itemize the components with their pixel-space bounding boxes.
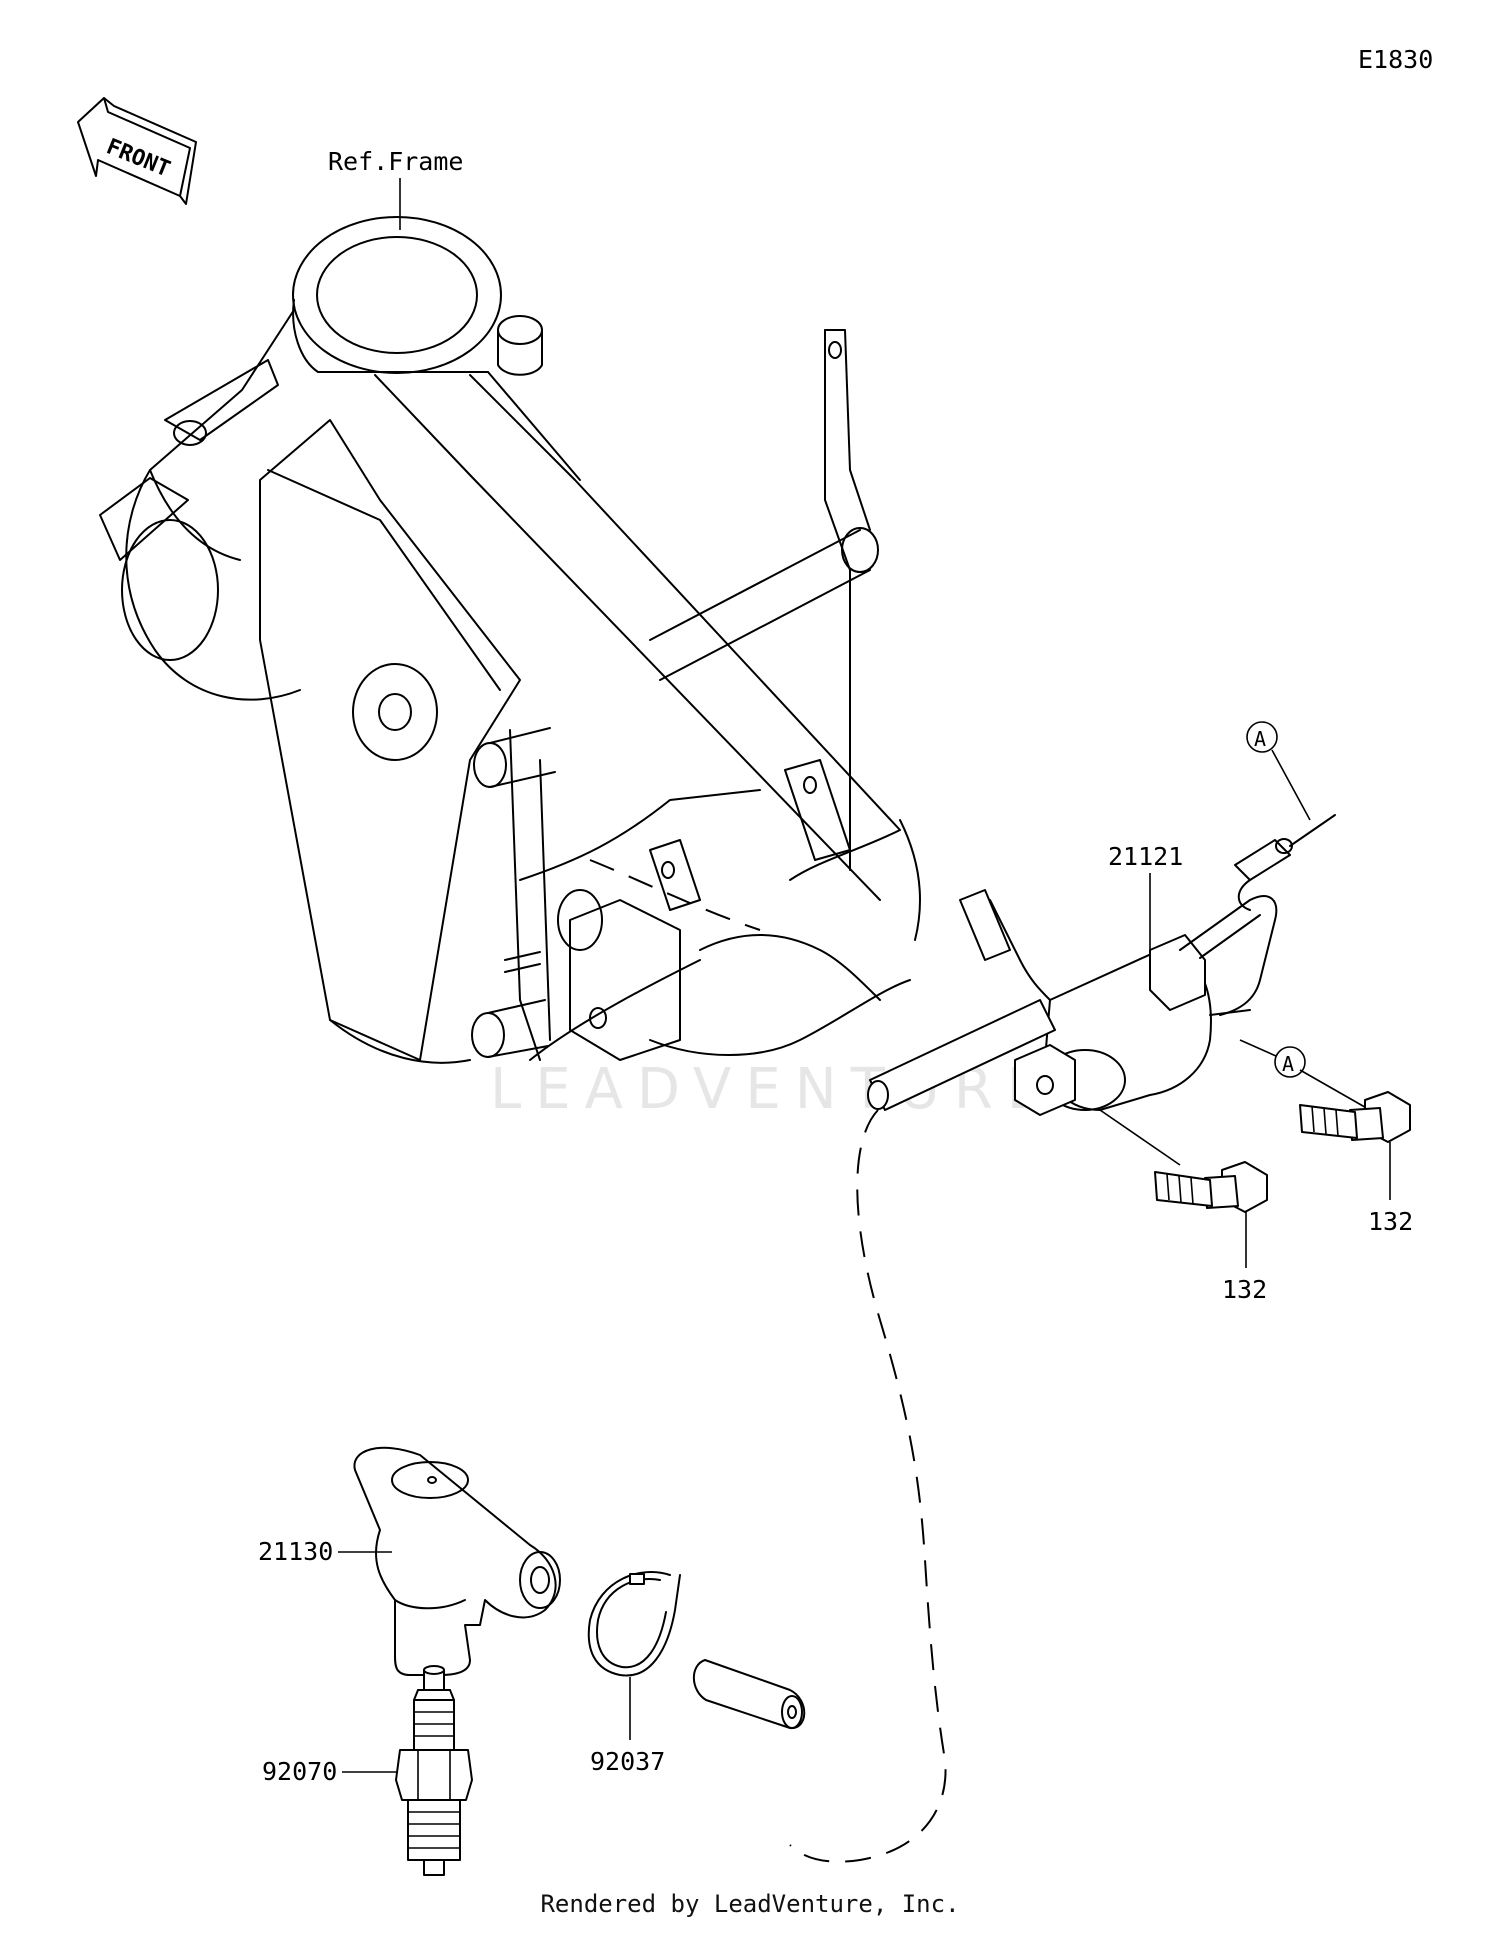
footer-credit: Rendered by LeadVenture, Inc. xyxy=(540,1890,960,1918)
diagram-code: E1830 xyxy=(1358,45,1433,74)
frame-drawing xyxy=(99,216,1051,1064)
bolt-left-drawing xyxy=(1099,1109,1268,1213)
marker-a-top: A xyxy=(1254,727,1266,751)
ignition-coil-drawing xyxy=(867,814,1336,1116)
front-arrow-icon: FRONT xyxy=(77,97,197,205)
callout-92070: 92070 xyxy=(262,1757,337,1786)
callout-21121: 21121 xyxy=(1108,842,1183,871)
callout-132-left: 132 xyxy=(1222,1275,1267,1304)
ht-lead-dashed xyxy=(789,1109,947,1863)
callout-21130: 21130 xyxy=(258,1537,333,1566)
callout-132-right: 132 xyxy=(1368,1207,1413,1236)
bolt-right-drawing xyxy=(1299,1069,1411,1143)
tube-segment-drawing xyxy=(692,1659,806,1730)
clamp-drawing xyxy=(587,1571,681,1677)
callout-92037: 92037 xyxy=(590,1747,665,1776)
spark-plug-drawing xyxy=(395,1665,473,1876)
marker-a-bottom: A xyxy=(1282,1052,1294,1076)
plug-cap-drawing xyxy=(353,1446,561,1676)
callout-ref-frame: Ref.Frame xyxy=(328,147,463,176)
